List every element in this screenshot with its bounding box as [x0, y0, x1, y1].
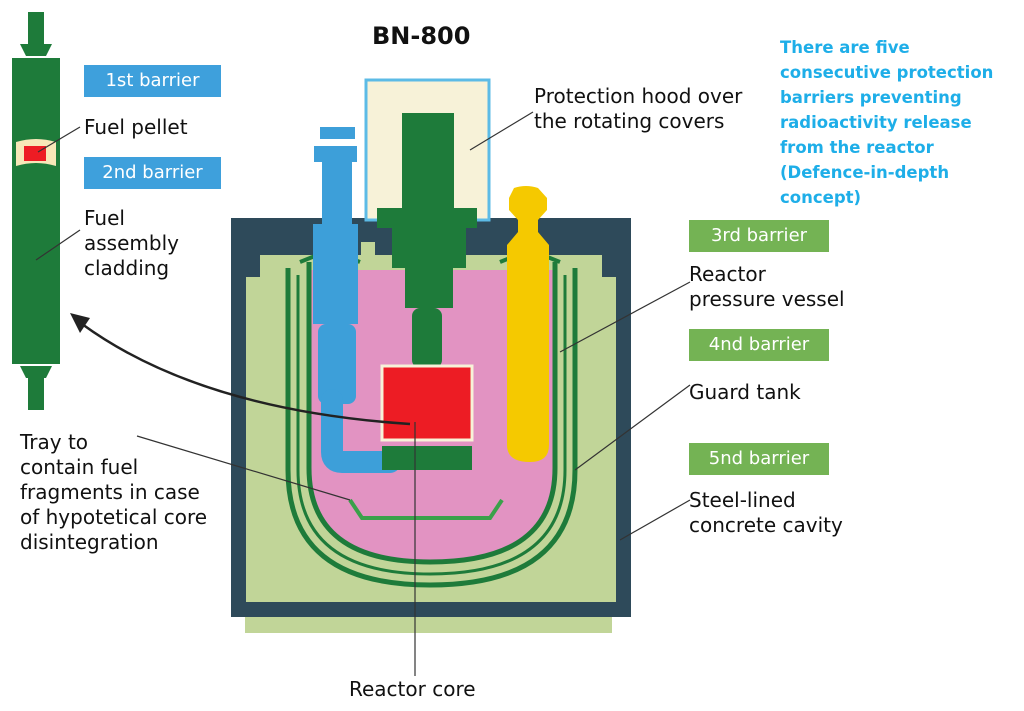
label-cladding-line-1: Fuel — [84, 206, 125, 230]
control-rod-drive — [412, 308, 442, 368]
fuel-rod-bottom-cone — [20, 366, 52, 378]
label-hood-line-1: Protection hood over — [534, 84, 743, 108]
blue-pump-cap — [320, 127, 355, 139]
leader-cavity — [619, 499, 691, 541]
rotating-plug-flange — [377, 208, 477, 228]
leader-hood — [469, 111, 534, 151]
pressure-vessel-wall — [306, 262, 558, 565]
label-tray-line-1: Tray to — [20, 430, 89, 454]
label-pressure-vessel-line-2: pressure vessel — [689, 287, 845, 311]
leader-fuel-pellet — [37, 126, 81, 153]
diagram-title: BN-800 — [372, 22, 471, 50]
reactor-core — [380, 364, 474, 442]
label-cavity: Steel-lined concrete cavity — [689, 488, 843, 538]
leader-cladding — [35, 229, 81, 261]
fuel-pellet — [24, 146, 46, 161]
blue-pump-pipe — [321, 389, 401, 473]
core-to-fuel-arrow — [81, 322, 411, 426]
label-tray-line-5: disintegration — [20, 530, 159, 554]
rotating-plug-body — [392, 228, 466, 268]
leader-pressure-vessel — [559, 281, 691, 353]
rotating-plug-top — [402, 113, 454, 213]
badge-3rd-barrier: 3rd barrier — [689, 220, 829, 252]
label-tray: Tray to contain fuel fragments in case o… — [20, 430, 207, 555]
label-tray-line-4: of hypotetical core — [20, 505, 208, 529]
label-cavity-line-1: Steel-lined — [689, 488, 796, 512]
arrow-head — [70, 313, 90, 333]
label-hood: Protection hood over the rotating covers — [534, 84, 742, 134]
leader-guard-tank — [574, 384, 691, 471]
leader-tray — [136, 435, 351, 501]
blue-pump-body — [313, 224, 358, 324]
label-pressure-vessel-line-1: Reactor — [689, 262, 766, 286]
badge-1st-barrier: 1st barrier — [84, 65, 221, 97]
label-pressure-vessel: Reactor pressure vessel — [689, 262, 845, 312]
fuel-rod-top-tip — [28, 12, 44, 44]
guard-tank — [285, 268, 578, 588]
label-cladding-line-2: assembly — [84, 231, 179, 255]
fuel-rod-top-cone — [20, 44, 52, 56]
yellow-pump — [507, 186, 549, 462]
badge-2nd-barrier: 2nd barrier — [84, 157, 221, 189]
blue-pump-cap2 — [314, 146, 357, 162]
label-cladding-line-3: cladding — [84, 256, 170, 280]
core-catcher-tray — [348, 498, 504, 520]
leader-lines — [35, 111, 691, 676]
label-hood-line-2: the rotating covers — [534, 109, 725, 133]
cavity-step-right — [602, 255, 616, 277]
label-tray-line-3: fragments in case — [20, 480, 200, 504]
core-support — [382, 446, 472, 470]
badge-5th-barrier: 5nd barrier — [689, 443, 829, 475]
fuel-rod-bottom-tip — [28, 378, 44, 410]
fuel-rod-body — [12, 58, 60, 364]
label-guard-tank: Guard tank — [689, 380, 801, 404]
blue-pump-lower — [318, 324, 356, 404]
rotating-plug-neck — [405, 268, 453, 308]
label-cladding: Fuel assembly cladding — [84, 206, 179, 281]
badge-4th-barrier: 4nd barrier — [689, 329, 829, 361]
label-reactor-core: Reactor core — [349, 677, 476, 701]
label-fuel-pellet: Fuel pellet — [84, 115, 188, 139]
label-tray-line-2: contain fuel — [20, 455, 139, 479]
cavity-step-left — [246, 255, 260, 277]
blue-pump-shaft — [322, 162, 352, 224]
defence-in-depth-note: There are five consecutive protection ba… — [780, 38, 994, 207]
guard-tank-inner — [296, 275, 567, 576]
label-cavity-line-2: concrete cavity — [689, 513, 843, 537]
